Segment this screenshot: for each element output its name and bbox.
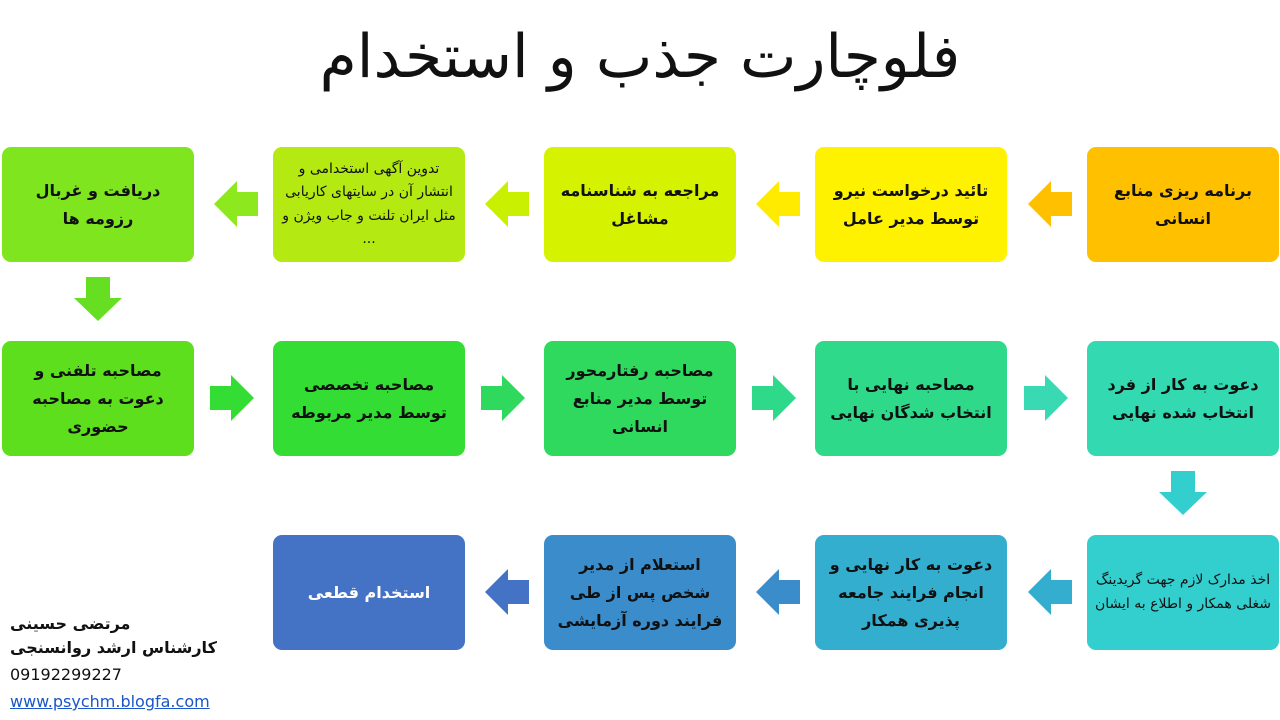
step-technical-interview: مصاحبه تخصصی توسط مدیر مربوطه — [273, 341, 465, 456]
step-ceo-approval: تائید درخواست نیرو توسط مدیر عامل — [815, 147, 1007, 262]
step-behavioral-interview: مصاحبه رفتارمحور توسط مدیر منابع انسانی — [544, 341, 736, 456]
flow-arrow-left-icon — [485, 569, 529, 615]
flow-arrow-left-icon — [1028, 181, 1072, 227]
step-hr-planning: برنامه ریزی منابع انسانی — [1087, 147, 1279, 262]
website-link[interactable]: www.psychm.blogfa.com — [10, 692, 210, 711]
step-permanent-hiring: استخدام قطعی — [273, 535, 465, 650]
step-job-description: مراجعه به شناسنامه مشاغل — [544, 147, 736, 262]
step-phone-interview: مصاحبه تلفنی و دعوت به مصاحبه حضوری — [2, 341, 194, 456]
step-job-ad: تدوین آگهی استخدامی و انتشار آن در سایته… — [273, 147, 465, 262]
step-onboarding: دعوت به کار نهایی و انجام فرایند جامعه پ… — [815, 535, 1007, 650]
flow-arrow-down-icon — [74, 277, 122, 321]
flow-arrow-right-icon — [1024, 375, 1068, 421]
step-document-collection: اخذ مدارک لازم جهت گریدینگ شغلی همکار و … — [1087, 535, 1279, 650]
flow-arrow-right-icon — [752, 375, 796, 421]
step-resume-screening: دریافت و غربال رزومه ها — [2, 147, 194, 262]
flow-arrow-right-icon — [481, 375, 525, 421]
flow-arrow-left-icon — [756, 569, 800, 615]
flow-arrow-left-icon — [756, 181, 800, 227]
author-name: مرتضی حسینی — [10, 614, 131, 633]
author-role: کارشناس ارشد روانسنجی — [10, 638, 217, 657]
author-phone: 09192299227 — [10, 665, 122, 684]
step-job-offer: دعوت به کار از فرد انتخاب شده نهایی — [1087, 341, 1279, 456]
flow-arrow-left-icon — [214, 181, 258, 227]
flow-arrow-left-icon — [1028, 569, 1072, 615]
flow-arrow-down-icon — [1159, 471, 1207, 515]
step-manager-inquiry: استعلام از مدیر شخص پس از طی فرایند دوره… — [544, 535, 736, 650]
step-final-interview: مصاحبه نهایی با انتخاب شدگان نهایی — [815, 341, 1007, 456]
flow-arrow-right-icon — [210, 375, 254, 421]
page-title: فلوچارت جذب و استخدام — [319, 22, 961, 92]
flow-arrow-left-icon — [485, 181, 529, 227]
